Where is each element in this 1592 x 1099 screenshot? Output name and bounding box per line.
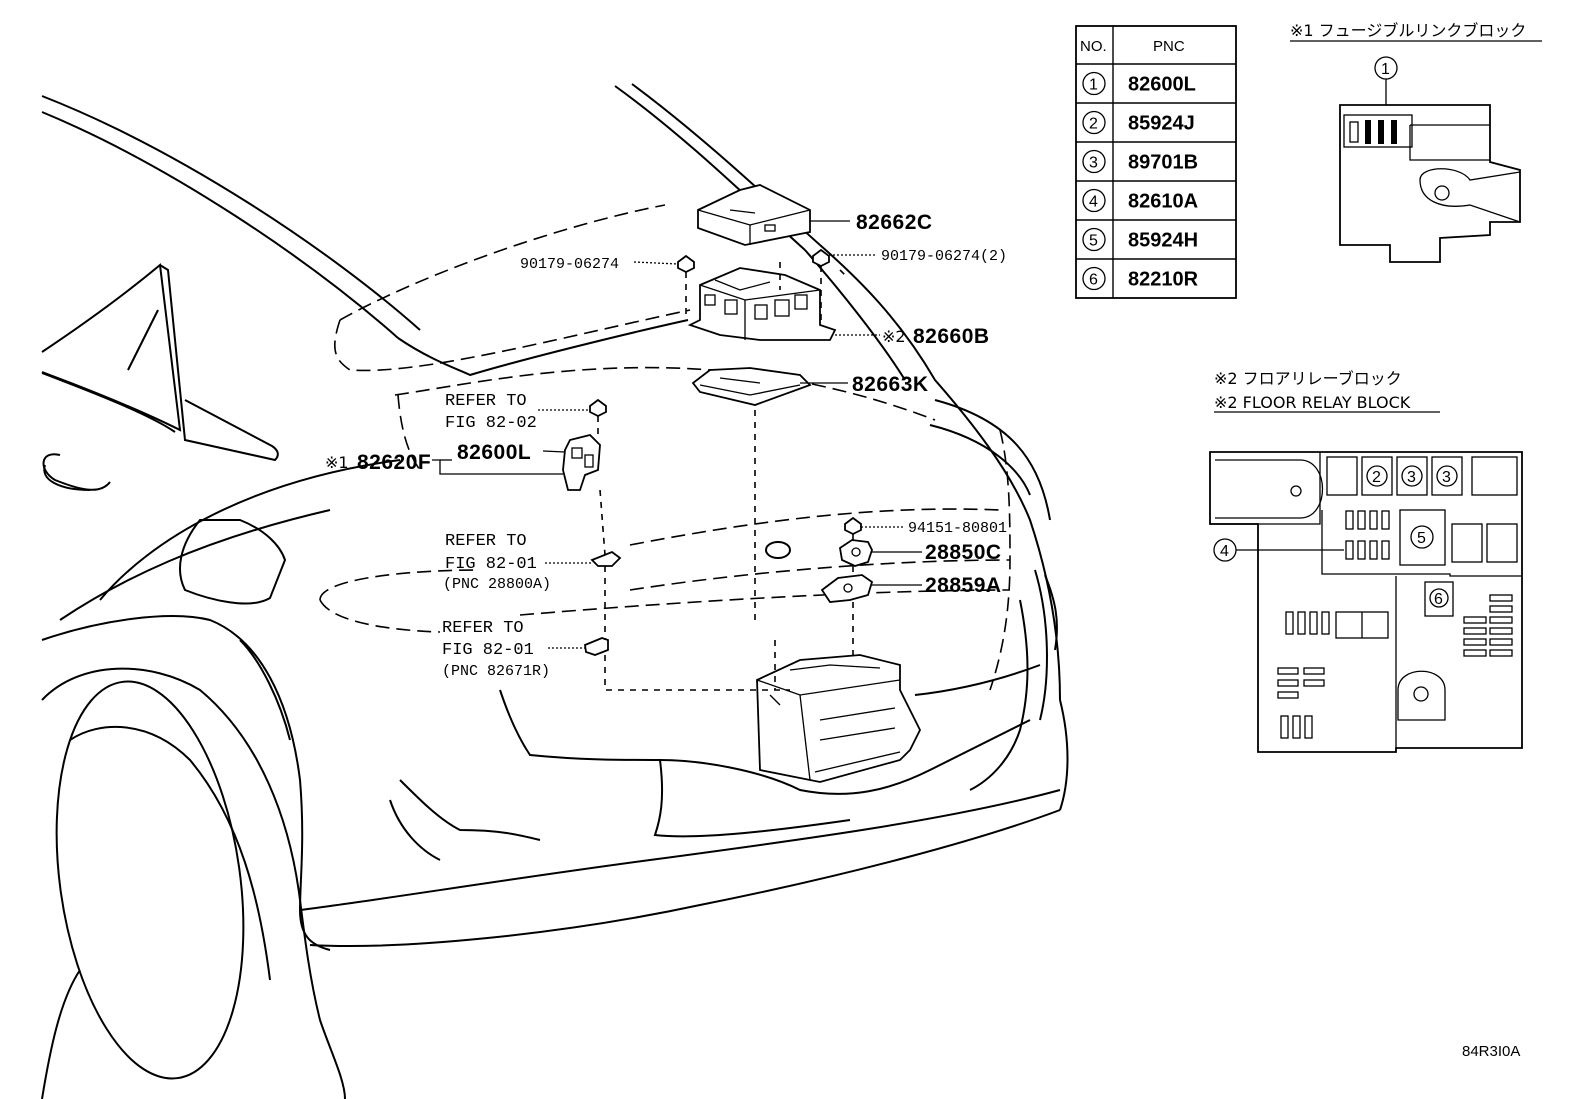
callout-82660B-mark: ※2 — [882, 327, 906, 346]
inset1-marker: 1 — [1381, 61, 1390, 78]
terminal-28859A — [820, 574, 874, 603]
refer-line1: REFER TO — [442, 619, 524, 638]
clamp-28800A — [590, 550, 622, 567]
callout-94151: 94151-80801 — [908, 520, 1007, 537]
inset-fusible-link-block: ※1 フュージブルリンクブロック 1 — [1290, 21, 1542, 263]
row-pnc: 82600L — [1128, 74, 1196, 96]
terminal-28850C — [839, 539, 873, 567]
assembly-guides — [597, 262, 854, 691]
row-number: 1 — [1089, 77, 1098, 94]
refer-fig-82-01-b: REFER TO FIG 82-01 (PNC 82671R) — [442, 619, 550, 680]
row-number-circle — [1082, 110, 1106, 135]
table-header-pnc: PNC — [1153, 38, 1185, 55]
clamp-82671R — [584, 637, 609, 656]
inset2-marker-6: 6 — [1434, 591, 1443, 608]
relay-block-body — [687, 267, 837, 341]
callout-82620F-mark: ※1 — [325, 453, 349, 472]
callout-82663K: 82663K — [852, 373, 929, 396]
table-row: 3 89701B — [1082, 149, 1198, 174]
row-pnc: 82610A — [1128, 191, 1198, 213]
callout-82600L: 82600L — [457, 441, 531, 464]
callout-28850C: 28850C — [925, 541, 1002, 564]
refer-line2: FIG 82-01 — [442, 641, 534, 660]
fusible-link-block — [562, 434, 601, 491]
table-row: 1 82600L — [1082, 71, 1196, 96]
inset2-marker-5: 5 — [1417, 530, 1426, 547]
leader-lines — [432, 220, 922, 649]
refer-line2: FIG 82-01 — [445, 555, 537, 574]
refer-fig-82-02: REFER TO FIG 82-02 — [445, 392, 537, 433]
fuse-grid-upper — [1345, 510, 1390, 530]
row-number-circle — [1082, 188, 1106, 213]
row-pnc: 89701B — [1128, 152, 1198, 174]
bolt-right — [812, 248, 830, 268]
refer-line1: REFER TO — [445, 532, 527, 551]
relay-block-tray — [691, 367, 812, 406]
diagram-code: 84R3I0A — [1462, 1043, 1520, 1060]
table-row: 4 82610A — [1082, 188, 1198, 213]
row-number: 4 — [1089, 194, 1098, 211]
fuse-grid-lower — [1345, 540, 1390, 560]
bolt-refer-82-02 — [589, 398, 607, 418]
inset2-marker-3a: 3 — [1407, 469, 1416, 486]
row-number-circle — [1082, 227, 1106, 252]
inset2-marker-4: 4 — [1220, 543, 1229, 560]
inset-floor-relay-block: ※2 フロアリレーブロック ※2 FLOOR RELAY BLOCK 2 3 3 — [1209, 369, 1523, 753]
row-number: 2 — [1089, 116, 1098, 133]
callout-28859A: 28859A — [925, 574, 1002, 597]
row-number: 5 — [1089, 233, 1098, 250]
inset2-marker-2: 2 — [1372, 469, 1381, 486]
pnc-table: NO. PNC 1 82600L 2 85924J 3 89701B 4 82610A 5 859… — [1075, 25, 1237, 299]
refer-fig-82-01-a: REFER TO FIG 82-01 (PNC 28800A) — [443, 532, 551, 593]
inset2-title-en: ※2 FLOOR RELAY BLOCK — [1214, 393, 1411, 412]
row-pnc: 82210R — [1128, 269, 1199, 291]
row-number-circle — [1082, 149, 1106, 174]
nut-94151 — [844, 516, 862, 536]
callout-82662C: 82662C — [856, 211, 933, 234]
table-row: 6 82210R — [1082, 266, 1199, 291]
refer-line3: (PNC 28800A) — [443, 576, 551, 593]
row-pnc: 85924H — [1128, 230, 1198, 252]
row-number-circle — [1082, 71, 1106, 96]
row-number-circle — [1082, 266, 1106, 291]
battery — [756, 654, 922, 783]
callout-90179-left: 90179-06274 — [520, 256, 619, 273]
refer-line1: REFER TO — [445, 392, 527, 411]
inset1-title: ※1 フュージブルリンクブロック — [1290, 21, 1526, 40]
row-number: 6 — [1089, 272, 1098, 289]
refer-line2: FIG 82-02 — [445, 414, 537, 433]
inset2-title-jp: ※2 フロアリレーブロック — [1214, 369, 1402, 388]
table-row: 5 85924H — [1082, 227, 1198, 252]
refer-line3: (PNC 82671R) — [442, 663, 550, 680]
table-row: 2 85924J — [1082, 110, 1195, 135]
relay-block-cover — [697, 184, 811, 246]
row-number: 3 — [1089, 155, 1098, 172]
callout-82620F: 82620F — [357, 451, 431, 474]
callout-82660B: 82660B — [913, 325, 990, 348]
table-header-no: NO. — [1080, 38, 1107, 55]
callout-90179-right: 90179-06274(2) — [881, 248, 1007, 265]
row-pnc: 85924J — [1128, 113, 1195, 135]
bolt-left — [677, 254, 695, 274]
inset2-marker-3b: 3 — [1442, 469, 1451, 486]
